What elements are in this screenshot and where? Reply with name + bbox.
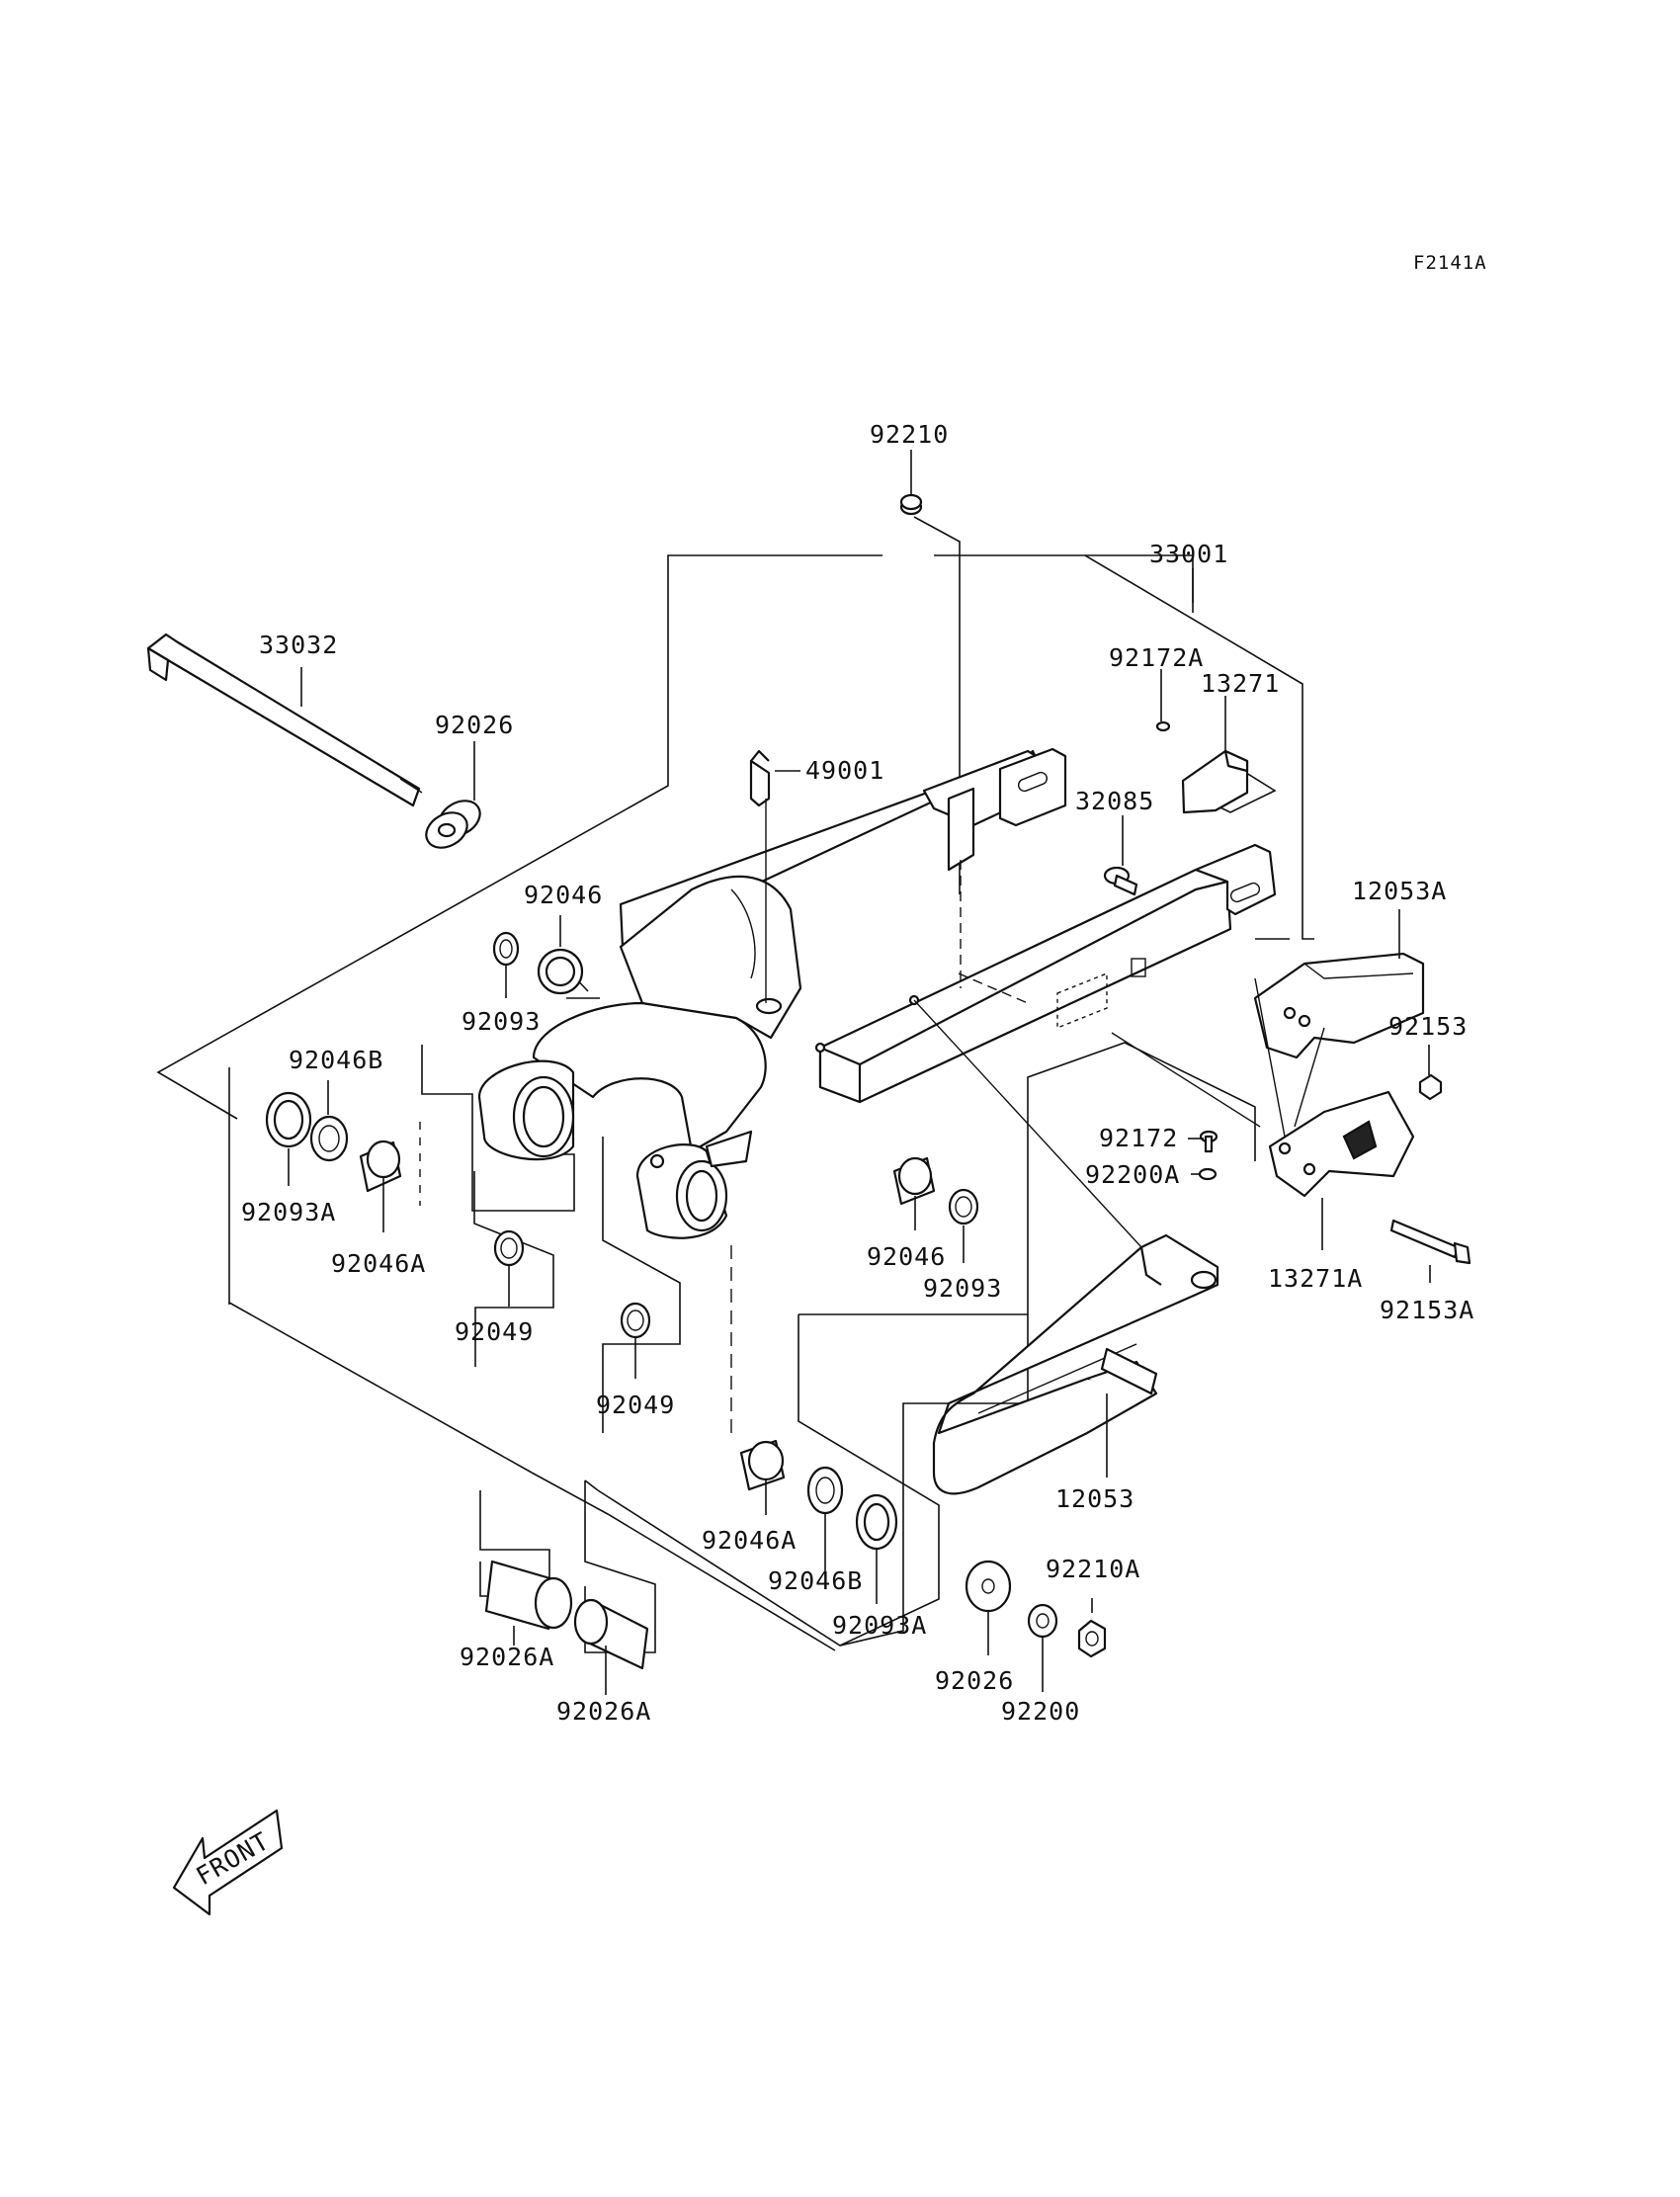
collar-92046B-left — [309, 1115, 349, 1162]
label-92200A: 92200A — [1085, 1160, 1180, 1189]
part-labels: 92210 33001 33032 92026 49001 92172A 132… — [241, 420, 1474, 1726]
pivot-axle — [146, 633, 423, 807]
label-92153: 92153 — [1388, 1012, 1468, 1041]
bearing-92046A-bottom — [739, 1439, 786, 1491]
label-92093A: 92093A — [241, 1198, 336, 1226]
bolt-32085 — [1103, 866, 1138, 896]
label-92026A: 92026A — [460, 1643, 554, 1671]
label-12053: 12053 — [1055, 1484, 1134, 1513]
chain-guide-13271A — [1268, 1090, 1415, 1198]
seal-92093A-bottom — [855, 1493, 898, 1551]
label-92172: 92172 — [1099, 1124, 1178, 1152]
washer-92200 — [1027, 1603, 1058, 1639]
label-33001: 33001 — [1149, 540, 1228, 568]
label-92046: 92046 — [867, 1242, 946, 1271]
label-32085: 32085 — [1075, 787, 1154, 815]
label-92046B: 92046B — [289, 1046, 383, 1074]
label-92046A: 92046A — [331, 1249, 426, 1278]
seal-92093-mid — [948, 1188, 979, 1225]
washer-92026-bottom — [965, 1560, 1012, 1613]
label-92172A: 92172A — [1109, 643, 1204, 672]
grease-nipple — [749, 749, 771, 807]
label-92049: 92049 — [455, 1317, 534, 1346]
seal-92093A-left — [265, 1091, 312, 1148]
label-13271A: 13271A — [1268, 1264, 1363, 1293]
leader-lines — [288, 450, 1431, 1695]
label-92153A: 92153A — [1380, 1296, 1474, 1324]
collar-92026-top — [425, 800, 481, 849]
label-92026A: 92026A — [556, 1697, 651, 1726]
nut-92210 — [899, 493, 923, 516]
chain-guide-bracket-13271 — [1155, 720, 1249, 814]
seal-92093-top — [492, 931, 520, 967]
label-92210A: 92210A — [1046, 1555, 1140, 1583]
label-92046A: 92046A — [702, 1526, 797, 1555]
label-92026: 92026 — [935, 1666, 1014, 1695]
swingarm-body — [477, 747, 1277, 1239]
collar-92026A-left — [484, 1560, 573, 1631]
chain-slider-12053 — [932, 1233, 1219, 1495]
label-12053A: 12053A — [1352, 877, 1447, 905]
label-92046: 92046 — [524, 881, 603, 909]
washer-92049-left — [493, 1229, 525, 1267]
washer-92049-right — [620, 1302, 651, 1339]
label-13271: 13271 — [1201, 669, 1280, 698]
bearing-92046A-left — [359, 1140, 402, 1193]
frame-lines — [156, 516, 1314, 1653]
diagram-code: F2141A — [1413, 252, 1487, 274]
label-92093: 92093 — [462, 1007, 541, 1036]
bearing-92046-top — [537, 948, 584, 995]
label-92093A: 92093A — [832, 1611, 927, 1640]
label-49001: 49001 — [805, 756, 884, 785]
collar-92026A-right — [573, 1598, 649, 1670]
label-92200: 92200 — [1001, 1697, 1080, 1726]
nut-92210A — [1077, 1619, 1107, 1658]
label-92046B: 92046B — [768, 1566, 863, 1595]
bearing-92046-mid — [892, 1156, 936, 1206]
screw-92172 — [1199, 1130, 1218, 1153]
front-arrow-icon: FRONT — [172, 1809, 284, 1916]
label-92049: 92049 — [596, 1391, 675, 1419]
label-92210: 92210 — [870, 420, 949, 449]
bolt-92153 — [1418, 1073, 1443, 1101]
label-92026: 92026 — [435, 711, 514, 739]
bolt-92153A — [1389, 1219, 1471, 1265]
collar-92046B-bottom — [806, 1466, 844, 1515]
label-33032: 33032 — [259, 631, 338, 659]
chain-guide-12053A — [1253, 952, 1425, 1059]
washer-92200A — [1198, 1167, 1218, 1181]
label-92093: 92093 — [923, 1274, 1002, 1303]
